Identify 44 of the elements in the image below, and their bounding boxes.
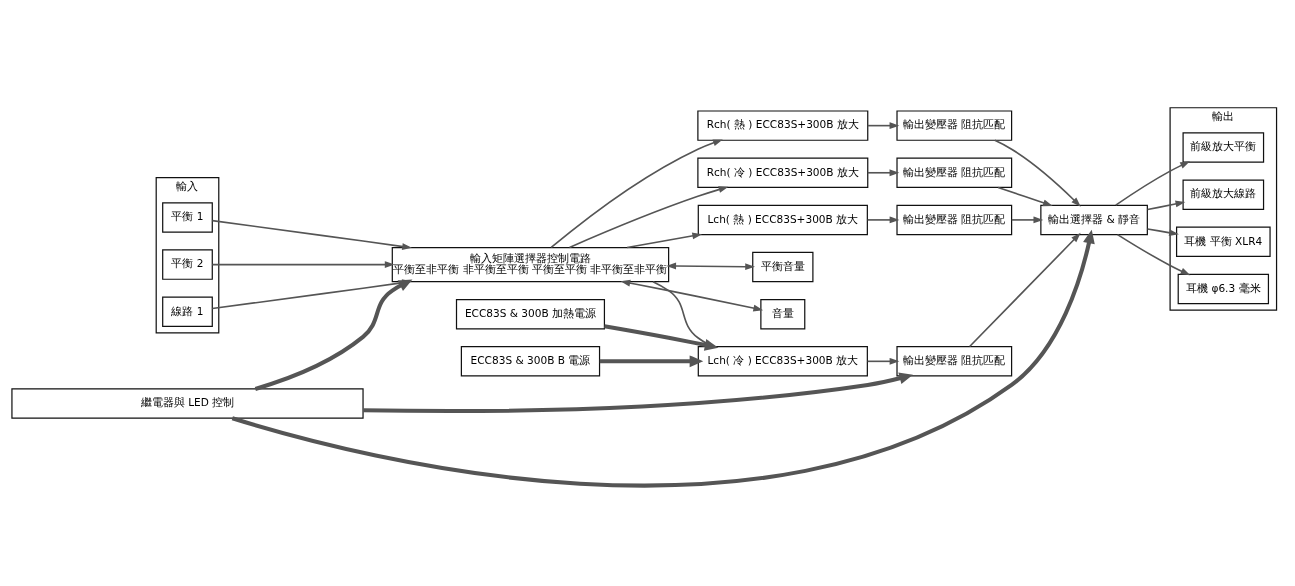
node-box: 前級放大線路	[1182, 179, 1265, 210]
node-box: 平衡音量	[752, 251, 814, 282]
node-box: 平衡 1	[162, 201, 213, 233]
arrow	[866, 357, 900, 365]
node-box: Rch( 冷 ) ECC83S+300B 放大	[697, 157, 869, 188]
node-box: 平衡 2	[162, 248, 213, 280]
arrow	[211, 219, 412, 250]
node-box: ECC83S & 300B B 電源	[460, 345, 601, 377]
arrow	[1146, 227, 1179, 236]
arrow	[1114, 160, 1190, 206]
node-box: 繼電器與 LED 控制	[11, 387, 364, 419]
arrow	[626, 232, 703, 248]
node-box: 輸出變壓器 阻抗匹配	[896, 157, 1013, 188]
arrow	[211, 260, 395, 268]
arrow	[231, 229, 1095, 488]
arrow	[363, 371, 913, 413]
node-box: 輸出選擇器 & 靜音	[1040, 204, 1148, 235]
node-box: Lch( 冷 ) ECC83S+300B 放大	[697, 345, 868, 377]
arrow	[666, 262, 755, 270]
arrow	[568, 185, 729, 248]
arrow	[997, 186, 1053, 206]
node-box: 音量	[760, 298, 806, 329]
node-box: 耳機 φ6.3 毫米	[1177, 273, 1270, 304]
node-box: 輸出變壓器 阻抗匹配	[896, 345, 1013, 377]
node-box: 輸出變壓器 阻抗匹配	[896, 204, 1013, 235]
node-box: 輸出變壓器 阻抗匹配	[896, 109, 1013, 141]
arrow	[866, 216, 900, 223]
arrow	[867, 168, 900, 176]
node-box: 線路 1	[162, 296, 213, 327]
node-box: 前級放大平衡	[1182, 131, 1265, 163]
arrow	[968, 232, 1081, 347]
arrow	[867, 121, 900, 129]
node-box: Rch( 熱 ) ECC83S+300B 放大	[697, 109, 869, 141]
arrow	[620, 279, 764, 311]
arrow	[994, 139, 1081, 207]
node-box: Lch( 熱 ) ECC83S+300B 放大	[697, 204, 868, 235]
node-box: 輸入矩陣選擇器控制電路 平衡至非平衡 非平衡至平衡 平衡至平衡 非平衡至非平衡	[391, 246, 670, 282]
arrow	[550, 138, 723, 248]
arrow	[1146, 200, 1186, 210]
arrow	[1116, 233, 1191, 275]
node-box: 耳機 平衡 XLR4	[1176, 226, 1271, 257]
node-box: ECC83S & 300B 加熱電源	[455, 298, 606, 329]
arrow	[599, 354, 704, 367]
arrow	[1010, 216, 1044, 223]
